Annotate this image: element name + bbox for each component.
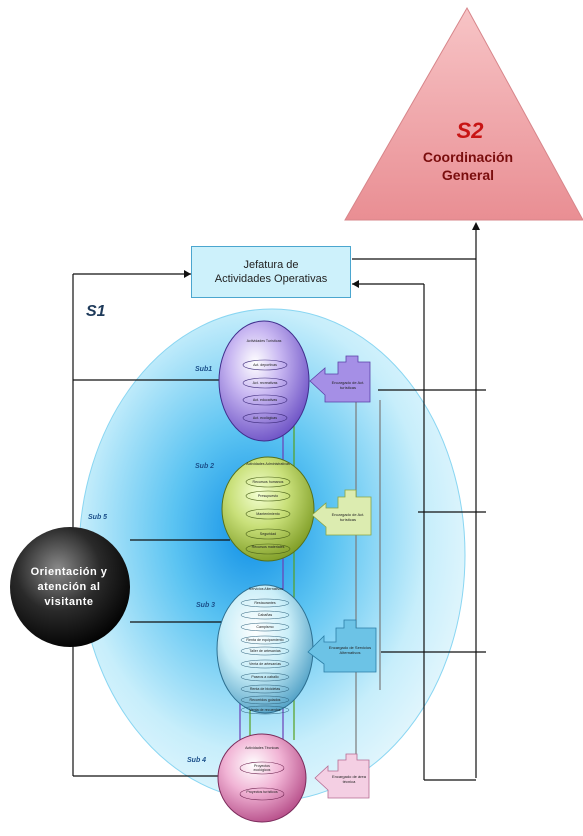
visitor-line3: visitante — [44, 596, 94, 608]
sub4-ellipse — [217, 733, 307, 823]
sub2-item: Mantenimiento — [256, 512, 280, 516]
sub2-item: Recursos humanos — [252, 480, 284, 484]
sub2-label: Sub 2 — [195, 463, 215, 470]
sub3-label: Sub 3 — [196, 602, 216, 609]
sub3-item: Renta de equipamiento — [246, 638, 284, 642]
sub3-item: Venta de recuerdos — [249, 708, 281, 712]
sub4-label: Sub 4 — [187, 757, 207, 764]
manager-shapes — [307, 355, 377, 799]
sub1-manager: Encargado de Act. turísticas — [331, 380, 365, 390]
sub3-item: Venta de artesanías — [249, 662, 281, 666]
jefatura-line2: Actividades Operativas — [214, 273, 328, 285]
sub3-item: Renta de bicicletas — [249, 687, 281, 691]
sub4-title: Actividades Técnicas — [245, 746, 279, 750]
sub3-item: Restaurantes — [254, 601, 276, 605]
s2-code: S2 — [456, 118, 484, 143]
sub4-manager: Encargado de área técnica — [331, 774, 367, 784]
sub3-title: Servicios Alternativos — [248, 587, 284, 591]
jefatura-box: Jefatura de Actividades Operativas — [191, 246, 351, 298]
s2-triangle — [344, 6, 583, 221]
sub1-label: Sub1 — [195, 366, 213, 373]
visitor-label: Orientación y atención al visitante — [6, 565, 132, 610]
s2-title-line1: Coordinación — [422, 149, 514, 165]
s2-title-line2: General — [441, 167, 495, 183]
sub1-item: Act. recreativas — [252, 381, 278, 385]
s2-title: Coordinación General — [378, 148, 558, 184]
sub2-item: Presupuesto — [257, 494, 279, 498]
sub1-ellipse — [218, 320, 310, 442]
sub2-manager: Encargado de Act. turísticas — [331, 512, 365, 522]
sub3-item: Cabañas — [257, 613, 273, 617]
s1-code: S1 — [86, 303, 106, 320]
visitor-line1: Orientación y — [30, 566, 108, 578]
connector-lines — [72, 226, 486, 781]
sub2-item: Seguridad — [259, 532, 277, 536]
sub1-title: Actividades Turísticas — [246, 339, 282, 343]
sub4-item: Proyectos turísticos — [246, 790, 278, 794]
jefatura-line1: Jefatura de — [243, 259, 299, 271]
sub5-label: Sub 5 — [88, 514, 108, 521]
sub3-item: Campismo — [256, 625, 274, 629]
sub4-item: Proyectos ecológicos — [253, 764, 271, 773]
sub3-item: Recorridos guiados — [249, 698, 281, 702]
sub3-item: Paseos a caballo — [251, 675, 279, 679]
sub3-manager: Encargado de Servicios Alternativos — [328, 645, 372, 655]
sub1-item: Act. deportivas — [253, 363, 277, 367]
sub2-title: Actividades Administrativas — [246, 462, 290, 466]
sub1-item: Act. educativas — [252, 398, 278, 402]
sub2-item: Recursos materiales — [251, 545, 285, 549]
sub3-item: Taller de artesanías — [249, 649, 281, 653]
visitor-circle — [10, 527, 130, 647]
visitor-line2: atención al — [37, 581, 101, 593]
sub1-item: Act. ecológicas — [252, 416, 278, 420]
